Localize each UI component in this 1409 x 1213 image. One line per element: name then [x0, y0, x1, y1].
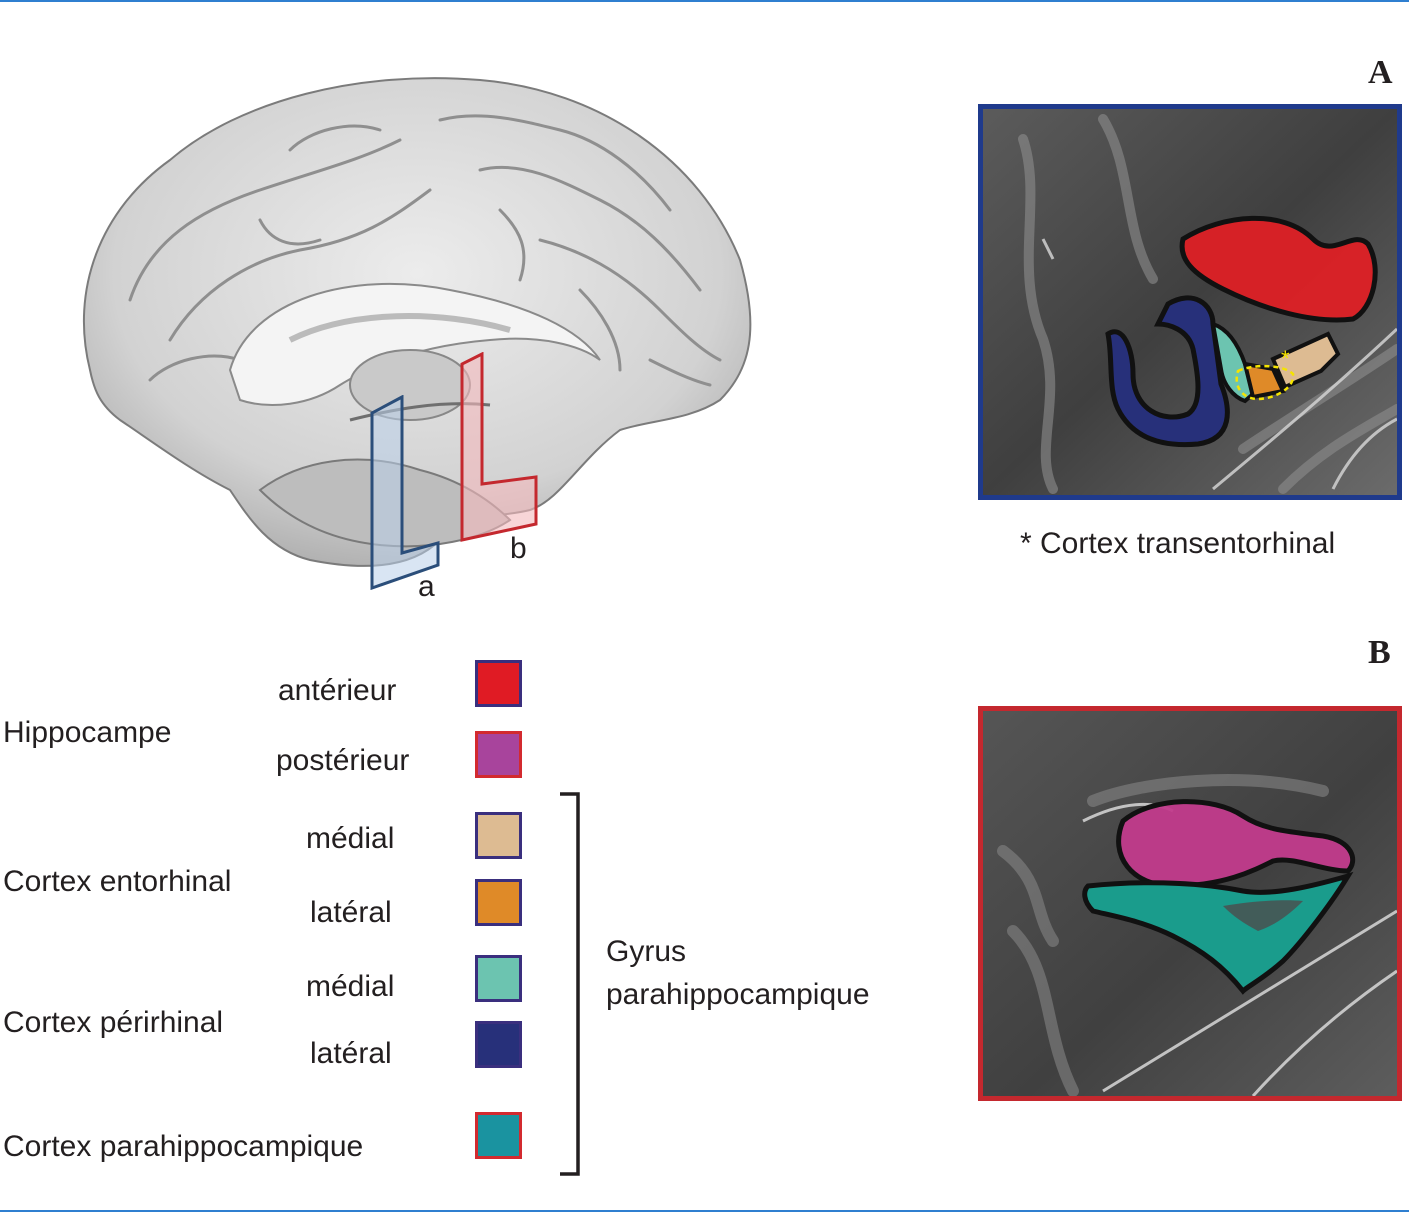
- swatch-entorhinal-medial: [475, 812, 522, 859]
- swatch-parahippocampique: [475, 1112, 522, 1159]
- legend-item-label: médial: [306, 822, 395, 855]
- panel-a-footnote: * Cortex transentorhinal: [1020, 527, 1336, 560]
- legend-group-cortex-perirhinal: Cortex périrhinal: [3, 1006, 224, 1039]
- legend-group-cortex-entorhinal: Cortex entorhinal: [3, 865, 232, 898]
- swatch-perirhinal-medial: [475, 955, 522, 1002]
- bracket-label-line1: Gyrus: [606, 935, 687, 968]
- plane-b-label: b: [510, 532, 527, 565]
- swatch-perirhinal-lateral: [475, 1021, 522, 1068]
- legend-group-cortex-parahippocampique: Cortex parahippocampique: [3, 1130, 364, 1163]
- panel-b-letter: B: [1368, 634, 1391, 671]
- panel-a-letter: A: [1368, 54, 1393, 91]
- bottom-rule: [0, 1210, 1409, 1212]
- bracket-label-line2: parahippocampique: [606, 978, 870, 1011]
- legend-group-hippocampe: Hippocampe: [3, 716, 172, 749]
- svg-text:*: *: [1281, 346, 1290, 371]
- swatch-hippocampe-posterieur: [475, 731, 522, 778]
- legend-item-label: médial: [306, 970, 395, 1003]
- brain-illustration: [60, 40, 760, 600]
- legend-item-label: latéral: [310, 1037, 392, 1070]
- plane-a-label: a: [418, 570, 435, 603]
- swatch-entorhinal-lateral: [475, 879, 522, 926]
- legend-item-label: latéral: [310, 896, 392, 929]
- plane-b-marker: [460, 352, 538, 542]
- swatch-hippocampe-anterieur: [475, 660, 522, 707]
- panel-b-mri: [978, 706, 1402, 1101]
- top-rule: [0, 0, 1409, 2]
- panel-a-mri: *: [978, 104, 1402, 500]
- legend-item-label: antérieur: [278, 674, 397, 707]
- bracket: [560, 792, 580, 1176]
- plane-a-marker: [370, 395, 440, 590]
- legend-item-label: postérieur: [276, 744, 410, 777]
